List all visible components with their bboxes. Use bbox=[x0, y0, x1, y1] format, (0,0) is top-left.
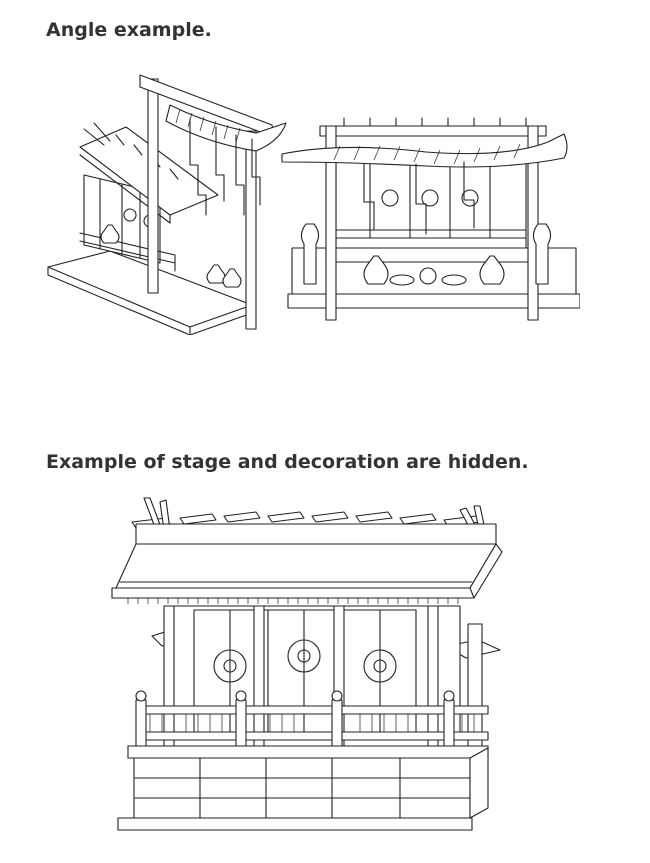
shrine-front-view-drawing bbox=[280, 108, 580, 328]
section-heading-angle-example: Angle example. bbox=[46, 19, 212, 41]
section-heading-stage-hidden: Example of stage and decoration are hidd… bbox=[46, 451, 529, 473]
shrine-bare-front-view-drawing bbox=[110, 496, 510, 836]
shrine-angled-view-drawing bbox=[40, 65, 290, 335]
